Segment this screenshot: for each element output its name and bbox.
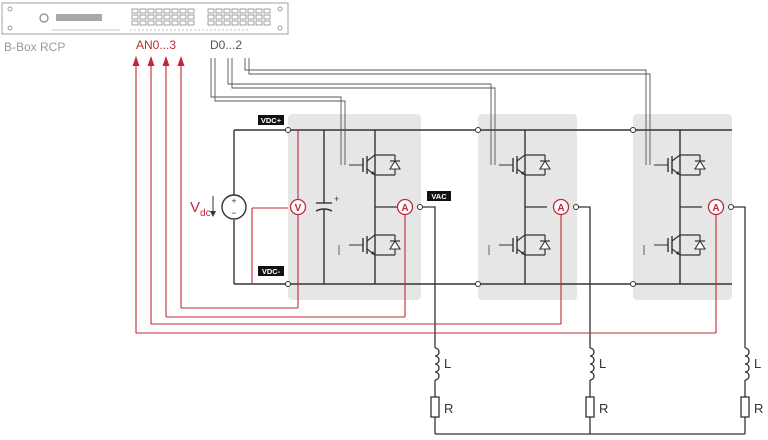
source-plus-sign: + [231,196,236,206]
ammeter-symbol: A [557,203,564,214]
gate-wiring [210,58,651,255]
gate-line [244,58,647,165]
port-block-left [131,8,195,26]
measurement-wiring [135,60,717,334]
load-branch: LR [733,206,763,434]
load-branch: LR [578,206,608,434]
inductor-icon [434,347,440,381]
b-box-device [1,2,289,35]
ammeter: A [396,198,423,216]
power-led-icon [39,13,49,23]
ammeter-symbol: A [401,203,408,214]
dc-source: + − [210,194,247,220]
gate-line [248,58,651,165]
inverter-leg-1 [288,114,421,300]
vac-tag [427,191,451,201]
port-block-right [207,8,271,26]
digital-io-label: D0...2 [210,38,243,52]
switch-leg [499,130,551,284]
analog-io-label: AN0...3 [136,38,177,52]
inductor-label: L [754,356,761,371]
vdc-minus-text: VDC- [262,267,281,276]
resistor-icon [430,396,440,418]
vdc-plus-text: VDC+ [261,116,282,125]
capacitor-plus: + [334,194,339,204]
ammeter: A [552,198,579,216]
dc-bus [233,129,732,285]
gate-line [214,58,346,165]
device-label: B-Box RCP [4,40,66,54]
bus-terminal [475,127,481,133]
resistor-label: R [599,401,608,416]
bus-terminal [285,127,291,133]
vdc-minus-tag [258,266,284,276]
resistor-label: R [444,401,453,416]
bus-terminal [475,281,481,287]
vac-text: VAC [431,192,447,201]
vdc-plus-tag [258,115,284,125]
gate-line [227,58,492,165]
bus-terminal [630,127,636,133]
source-minus-sign: − [231,208,236,218]
switch-leg [654,130,706,284]
vdc-label: Vdc [190,199,211,219]
switch-leg [349,130,401,284]
inductor-icon [589,347,595,381]
resistor-label: R [754,401,763,416]
gate-line [210,58,342,165]
bus-terminal [285,281,291,287]
inductor-label: L [444,356,451,371]
load-branch: LR [422,206,453,434]
voltmeter: V [289,198,307,216]
inductor-label: L [599,356,606,371]
ammeter-symbol: A [712,203,719,214]
bus-terminal [630,281,636,287]
gate-line [231,58,496,165]
switch-legs [285,127,706,287]
measurement-arrows [132,56,185,66]
voltmeter-symbol: V [295,203,302,214]
inductor-icon [744,347,750,381]
ammeter: A [707,198,734,216]
resistor-icon [585,396,595,418]
resistor-icon [740,396,750,418]
